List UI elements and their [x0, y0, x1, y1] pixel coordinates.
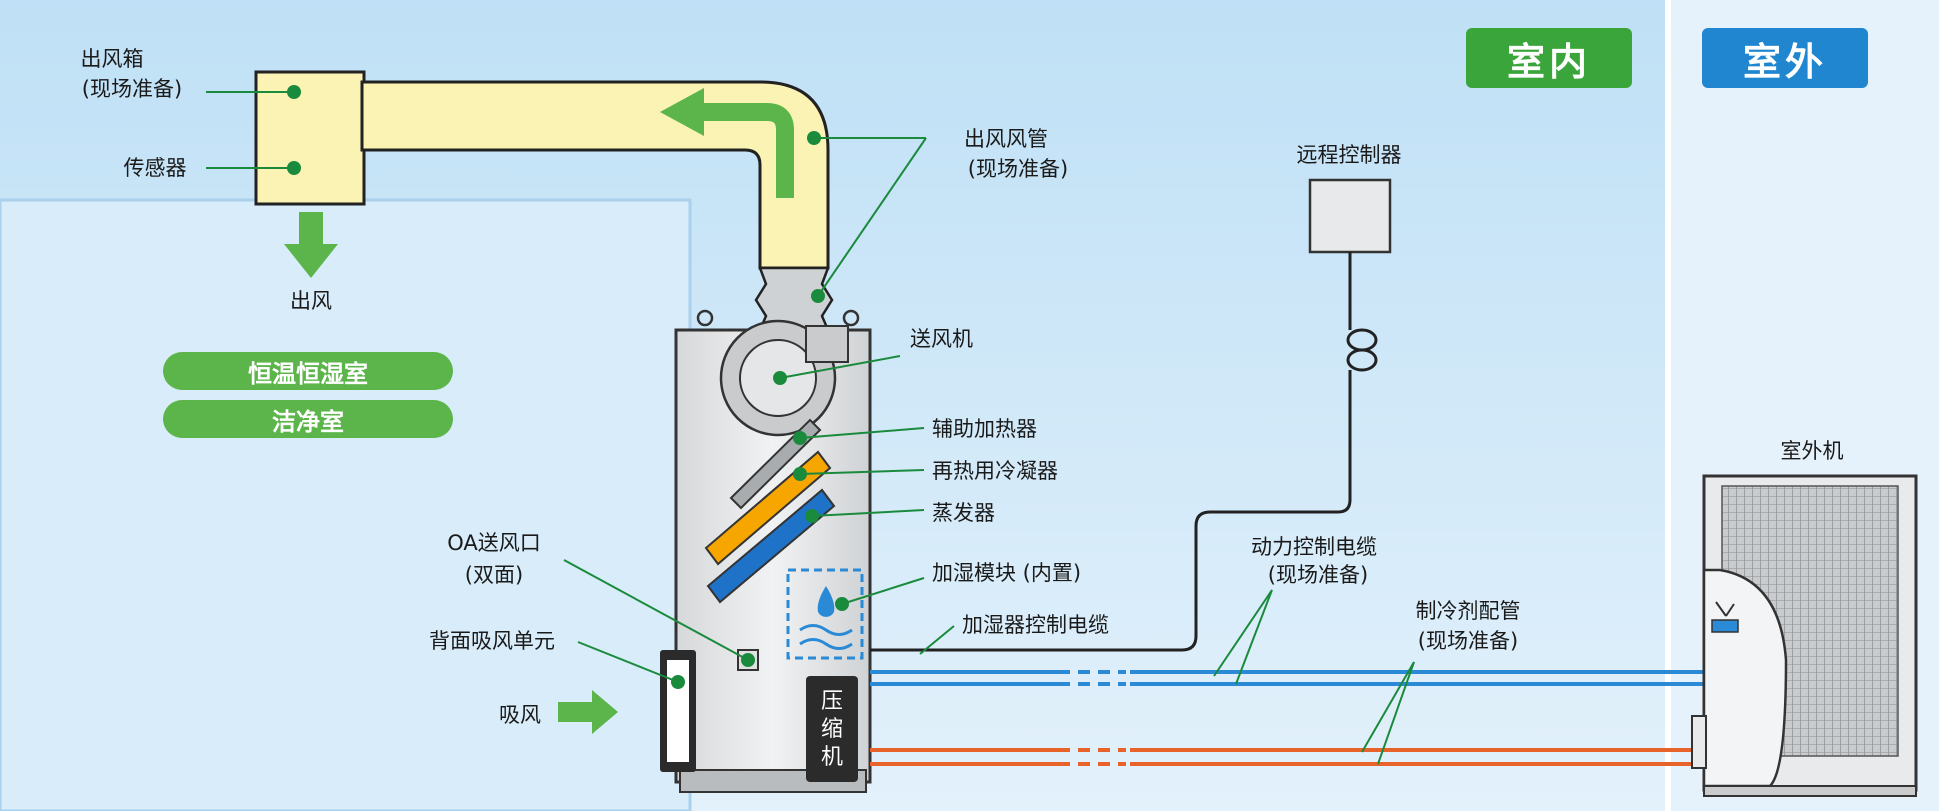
- outlet-box-label-2: (现场准备): [82, 77, 182, 101]
- lifting-eye-left: [696, 309, 714, 327]
- humidity-wave-icon: [799, 624, 853, 650]
- refrigerant-pipe-label-2: (现场准备): [1418, 629, 1518, 653]
- remote-control-cable: [870, 370, 1352, 652]
- evaporator-coil: [706, 488, 836, 604]
- duct-arrow-head: [660, 88, 704, 136]
- sensor-label: 传感器: [124, 156, 187, 180]
- air-in-arrow: [558, 702, 594, 722]
- leader-dots: [287, 85, 849, 689]
- leader-lines: [206, 91, 1415, 765]
- oa-outlet-label-1: OA送风口: [447, 531, 541, 555]
- humidifier-module-label: 加湿模块 (内置): [932, 561, 1081, 585]
- remote-controller-label: 远程控制器: [1297, 143, 1402, 167]
- humidifier-module: [786, 568, 864, 660]
- compressor-label-3: 机: [821, 745, 843, 770]
- blower-label: 送风机: [910, 327, 973, 351]
- outlet-duct-label-2: (现场准备): [968, 157, 1068, 181]
- outlet-box: [254, 70, 366, 206]
- outdoor-unit-base: [1703, 785, 1917, 797]
- outlet-duct: [360, 80, 830, 270]
- rear-intake-label: 背面吸风单元: [429, 629, 555, 653]
- remote-controller-box: [1308, 178, 1392, 254]
- air-in-label: 吸风: [499, 703, 541, 727]
- humidifier-cable-label: 加湿器控制电缆: [962, 613, 1109, 637]
- evaporator-label: 蒸发器: [932, 501, 995, 525]
- water-drop-icon: [817, 586, 835, 617]
- outdoor-valve-handle: [1715, 601, 1735, 617]
- indoor-badge: 室内: [1466, 28, 1632, 88]
- orange-pipe-break: [1078, 748, 1126, 766]
- power-cable-label-1: 动力控制电缆: [1251, 535, 1377, 559]
- outdoor-unit-foot: [1691, 715, 1707, 769]
- room-label-constant-temp: 恒温恒湿室: [163, 352, 453, 390]
- air-out-label: 出风: [290, 289, 332, 313]
- outdoor-valve: [1711, 619, 1739, 633]
- outlet-duct-label-1: 出风风管: [964, 127, 1048, 151]
- power-cable-label-2: (现场准备): [1268, 563, 1368, 587]
- room-label-clean-room: 洁净室: [163, 400, 453, 438]
- aux-heater-label: 辅助加热器: [932, 417, 1037, 441]
- lifting-eye-right: [842, 309, 860, 327]
- blower-outlet: [805, 325, 849, 363]
- air-out-arrow: [299, 212, 323, 246]
- cable-coil-icon-2: [1346, 348, 1378, 372]
- air-in-arrow-head: [592, 690, 618, 734]
- oa-outlet-label-2: (双面): [465, 563, 523, 587]
- outlet-box-label-1: 出风箱: [81, 47, 144, 71]
- compressor-label-1: 压: [821, 689, 843, 714]
- reheat-condenser-label: 再热用冷凝器: [932, 459, 1058, 483]
- outdoor-unit-label: 室外机: [1781, 439, 1844, 463]
- outdoor-badge: 室外: [1702, 28, 1868, 88]
- compressor-block: [806, 676, 858, 782]
- air-out-arrow-head: [284, 244, 338, 278]
- compressor-label-2: 缩: [821, 717, 843, 742]
- refrigerant-pipe-label-1: 制冷剂配管: [1416, 599, 1521, 623]
- duct-airflow-arrow: [700, 103, 794, 198]
- blue-pipe-break: [1078, 670, 1126, 686]
